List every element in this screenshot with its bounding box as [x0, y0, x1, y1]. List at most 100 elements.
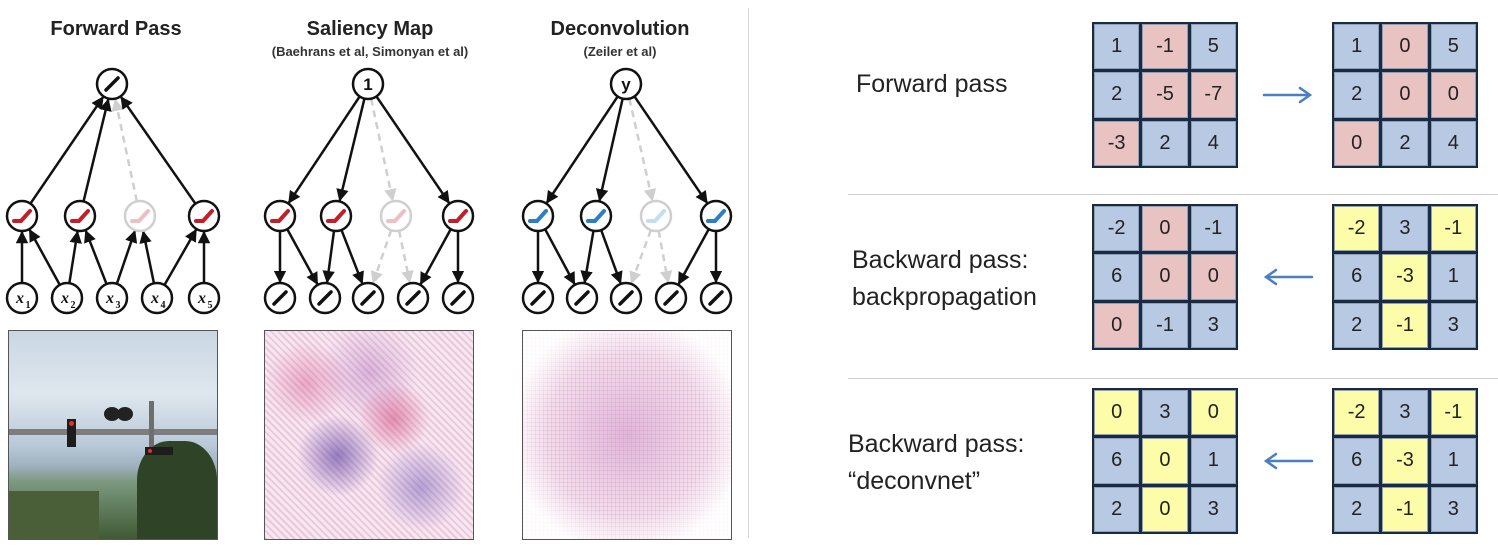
- matrix-cell: 2: [1142, 120, 1188, 166]
- matrix-cell: 6: [1094, 438, 1140, 484]
- input-node-x4-label: x: [150, 290, 159, 307]
- edge-c2-top-h2: [628, 98, 657, 202]
- top-node-c2-label: y: [621, 75, 631, 94]
- row-label-1: Backward pass:backpropagation: [852, 242, 1037, 316]
- matrix-cell: -3: [1382, 438, 1428, 484]
- matrix-cell: 0: [1142, 254, 1188, 300]
- matrix-cell: 4: [1190, 120, 1236, 166]
- top-node-c0: [95, 67, 129, 101]
- edge-c2-top-h1: [595, 98, 624, 202]
- matrix-cell: 3: [1190, 302, 1236, 348]
- matrix-cell: 3: [1382, 390, 1428, 436]
- input-node-x1-subscript: 1: [26, 300, 31, 311]
- relu-node-c1-0: [263, 199, 297, 233]
- row-label-line: Backward pass:: [852, 246, 1029, 274]
- matrix-cell: -1: [1142, 24, 1188, 70]
- column-subtitle-deconvolution: (Zeiler et al): [583, 44, 657, 59]
- edge-c0-x2-h2: [115, 229, 138, 285]
- row-label-line: “deconvnet”: [848, 467, 981, 495]
- edge-c2-h2-x3: [657, 230, 673, 284]
- input-node-c1-2: [351, 281, 385, 315]
- edge-c0-x2-h1: [84, 229, 108, 285]
- matrix-cell: 3: [1430, 486, 1476, 532]
- matrix-cell: 6: [1094, 254, 1140, 300]
- edge-c1-top-h0: [287, 95, 361, 204]
- relu-node-c1-3: [441, 199, 475, 233]
- row-separator: [848, 194, 1498, 195]
- matrix-cell: 0: [1190, 254, 1236, 300]
- matrix-cell: 6: [1334, 438, 1380, 484]
- top-node-c1-label: 1: [363, 75, 372, 94]
- row-label-0: Forward pass: [856, 66, 1007, 103]
- edge-c0-x3-h3: [163, 228, 198, 286]
- matrix-cell: 0: [1382, 72, 1428, 118]
- panel-divider: [748, 8, 749, 538]
- column-subtitle-saliency: (Baehrans et al, Simonyan et al): [271, 44, 469, 59]
- matrix-cell: -1: [1190, 206, 1236, 252]
- matrix-cell: -1: [1142, 302, 1188, 348]
- edge-c1-h1-x1: [322, 230, 336, 284]
- input-node-c2-2: [609, 281, 643, 315]
- arrow-left-icon: [1263, 452, 1314, 470]
- relu-node-c0-3: [187, 199, 221, 233]
- relu-node-c2-0: [521, 199, 555, 233]
- matrix-cell: -7: [1190, 72, 1236, 118]
- arrow-right-icon: [1262, 86, 1313, 104]
- input-node-x5-label: x: [197, 290, 206, 307]
- row-label-2: Backward pass: “deconvnet”: [848, 426, 1024, 500]
- column-title-saliency: Saliency Map: [306, 18, 434, 40]
- input-node-c1-0: [263, 281, 297, 315]
- edge-c0-h0-top: [29, 96, 105, 205]
- edge-c1-top-h1: [336, 98, 366, 202]
- matrix-cell: 0: [1190, 390, 1236, 436]
- matrix-cell: 1: [1430, 438, 1476, 484]
- edge-c1-top-h3: [375, 95, 451, 204]
- edge-c2-h1-x1: [580, 230, 595, 284]
- matrix-cell: 3: [1190, 486, 1236, 532]
- matrix-cell: -3: [1094, 120, 1140, 166]
- column-title-forward: Forward Pass: [50, 18, 182, 40]
- relu-node-c0-1: [63, 199, 97, 233]
- input-node-x4-subscript: 4: [161, 300, 166, 311]
- input-node-c2-0: [521, 281, 555, 315]
- matrix-cell: 2: [1094, 72, 1140, 118]
- edge-c0-x1-h0: [28, 228, 61, 286]
- relu-node-c2-1: [579, 199, 613, 233]
- input-node-x3-label: x: [105, 290, 114, 307]
- input-node-c1-4: [441, 281, 475, 315]
- matrix-cell: -1: [1430, 206, 1476, 252]
- matrix-cell: 5: [1190, 24, 1236, 70]
- edge-c2-h3-x3: [677, 228, 710, 286]
- saliency-map-image: [264, 330, 474, 540]
- edge-c2-h2-x2: [629, 229, 653, 285]
- edge-c1-h1-x2: [340, 229, 364, 285]
- edge-c1-h3-x3: [419, 228, 452, 286]
- input-node-x5-subscript: 5: [208, 300, 213, 311]
- matrix-cell: 0: [1094, 390, 1140, 436]
- relu-node-c1-2: [379, 199, 413, 233]
- matrix-cell: 2: [1334, 302, 1380, 348]
- matrix-cell: 1: [1094, 24, 1140, 70]
- row-label-line: Backward pass:: [848, 430, 1025, 458]
- arrow-left-icon: [1263, 268, 1314, 286]
- edge-c2-h0-x1: [543, 228, 576, 286]
- relu-node-c0-0: [5, 199, 39, 233]
- matrix-cell: 0: [1430, 72, 1476, 118]
- matrix-cell: 0: [1094, 302, 1140, 348]
- matrix-cell: -1: [1382, 302, 1428, 348]
- input-node-c1-1: [308, 281, 342, 315]
- relu-node-c2-2: [639, 199, 673, 233]
- edge-c2-top-h0: [545, 95, 619, 204]
- matrix-cell: 0: [1142, 206, 1188, 252]
- input-node-c2-3: [654, 281, 688, 315]
- matrix-cell: 2: [1094, 486, 1140, 532]
- matrix-cell: 5: [1430, 24, 1476, 70]
- matrix-cell: 4: [1430, 120, 1476, 166]
- matrix-cell: 0: [1142, 486, 1188, 532]
